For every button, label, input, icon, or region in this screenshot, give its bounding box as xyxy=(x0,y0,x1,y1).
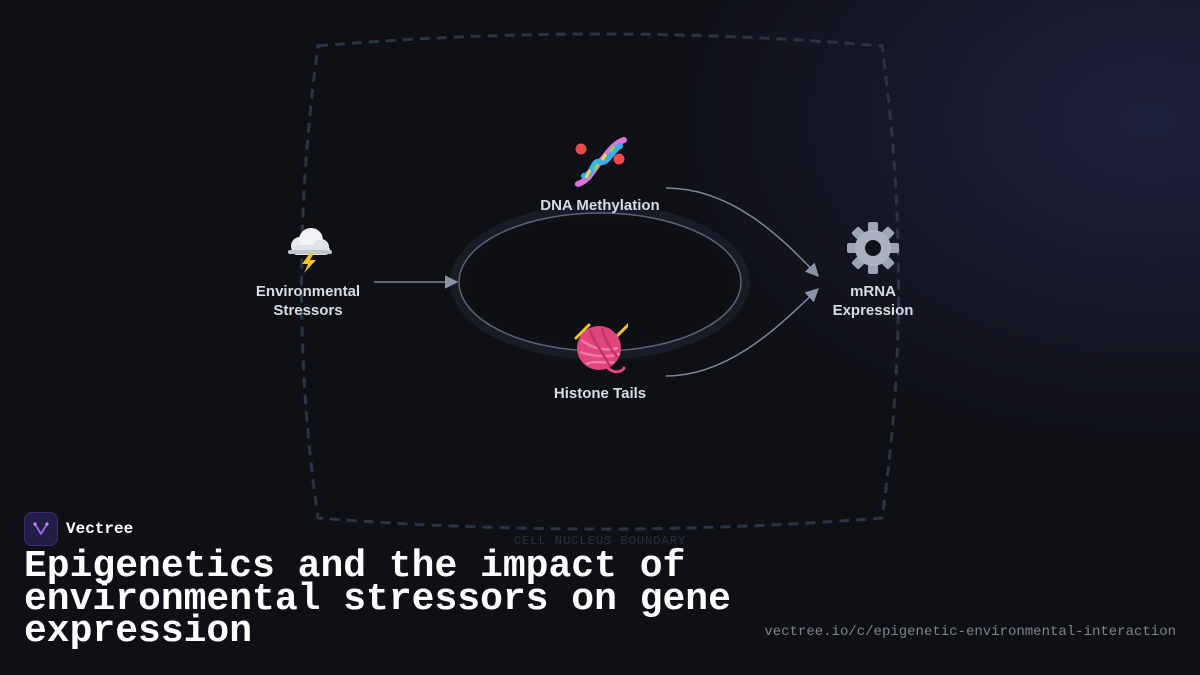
node-label: Histone Tails xyxy=(553,385,647,402)
dna-helix-icon xyxy=(575,137,627,187)
brand: Vectree xyxy=(24,512,133,546)
node-environmental-stressors: Environmental Stressors xyxy=(228,220,388,320)
node-histone-tails: Histone Tails xyxy=(520,322,680,403)
brand-name: Vectree xyxy=(66,520,134,538)
nucleus-boundary xyxy=(300,32,900,531)
gear-icon xyxy=(847,222,899,274)
chromatin-ring-core xyxy=(468,220,732,344)
label-line-1: mRNA xyxy=(850,283,896,300)
yarn-ball-icon xyxy=(574,322,628,374)
page-title: Epigenetics and the impact of environmen… xyxy=(24,545,731,653)
node-dna-methylation: DNA Methylation xyxy=(520,134,680,215)
label-line-1: Environmental xyxy=(255,283,361,300)
label-line-2: Stressors xyxy=(273,302,343,319)
arrow-histone-to-mrna xyxy=(665,288,819,377)
node-label: DNA Methylation xyxy=(540,197,660,214)
label-line-2: Expression xyxy=(832,302,914,319)
node-label: Environmental Stressors xyxy=(256,282,360,320)
storm-cloud-icon xyxy=(288,228,332,273)
arrow-methylation-to-mrna xyxy=(665,187,819,277)
boundary-label: CELL NUCLEUS BOUNDARY xyxy=(513,534,687,548)
vectree-logo-icon xyxy=(24,512,58,546)
node-label: mRNA Expression xyxy=(833,282,914,320)
node-mrna-expression: mRNA Expression xyxy=(803,220,943,320)
source-url: vectree.io/c/epigenetic-environmental-in… xyxy=(764,624,1176,640)
